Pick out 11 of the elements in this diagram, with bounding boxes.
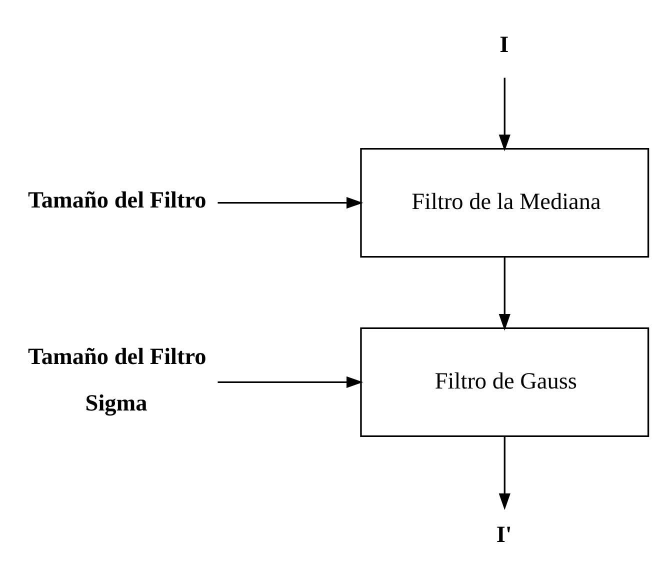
node-text: I' <box>496 522 512 548</box>
arrow <box>218 376 364 388</box>
arrow <box>498 256 510 331</box>
node-box: Filtro de Gauss <box>360 327 650 437</box>
node-text: Tamaño del Filtro Sigma <box>28 344 206 417</box>
node-text: Tamaño del Filtro <box>28 187 206 214</box>
node-text: I <box>500 32 509 58</box>
node-box: Filtro de la Mediana <box>360 148 650 258</box>
arrow <box>498 436 510 510</box>
arrow <box>218 197 364 209</box>
arrow <box>498 78 510 152</box>
